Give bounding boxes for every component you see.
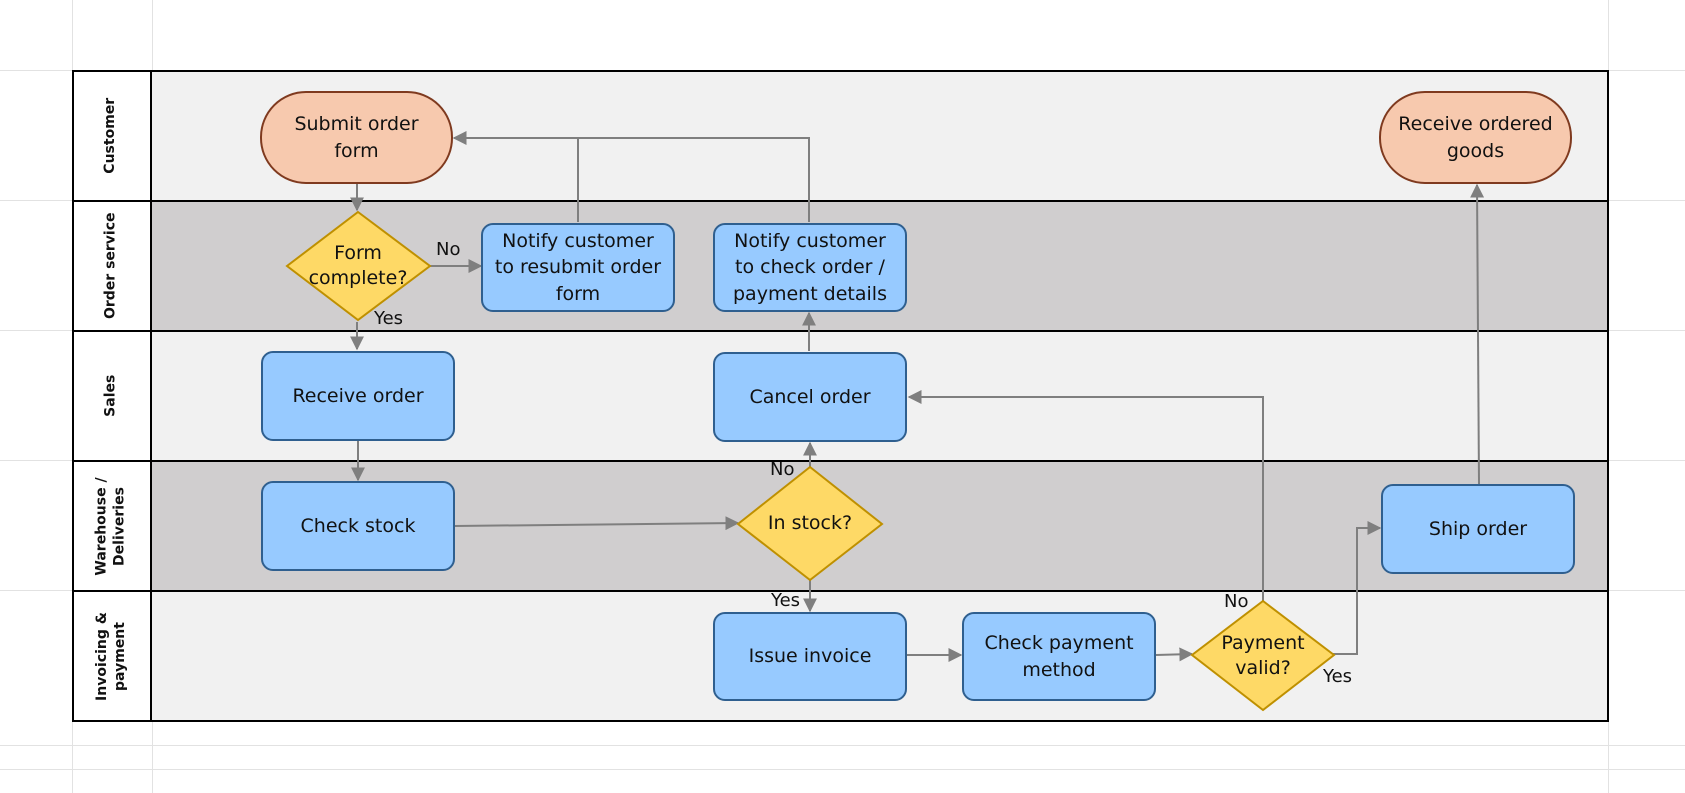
edge-label-payment-yes: Yes — [1323, 666, 1353, 687]
lane-header-customer: Customer — [72, 72, 152, 200]
edge-label-stock-no: No — [770, 459, 795, 480]
decision-form-complete-label: Form complete? — [308, 241, 408, 289]
connector — [907, 390, 1264, 602]
process-notify-check-details[interactable]: Notify customer to check order / payment… — [713, 223, 907, 312]
gridline — [0, 745, 1685, 746]
connector — [578, 137, 810, 222]
process-notify-resubmit[interactable]: Notify customer to resubmit order form — [481, 223, 675, 312]
terminal-submit-order-form[interactable]: Submit order form — [260, 91, 453, 184]
gridline — [0, 769, 1685, 770]
lane-header-invoicing: Invoicing & payment — [72, 592, 152, 720]
process-check-stock[interactable]: Check stock — [261, 481, 455, 571]
connector — [1155, 647, 1194, 662]
edge-label-stock-yes: Yes — [771, 590, 801, 611]
decision-payment-valid — [1190, 599, 1336, 712]
connector — [1333, 521, 1382, 655]
process-ship-order[interactable]: Ship order — [1381, 484, 1575, 574]
terminal-receive-ordered-goods[interactable]: Receive ordered goods — [1379, 91, 1572, 184]
process-receive-order[interactable]: Receive order — [261, 351, 455, 441]
lane-header-order-service: Order service — [72, 202, 152, 330]
process-cancel-order[interactable]: Cancel order — [713, 352, 907, 442]
decision-payment-valid-label: Payment valid? — [1221, 631, 1305, 679]
edge-label-form-no: No — [436, 239, 461, 260]
process-check-payment-method[interactable]: Check payment method — [962, 612, 1156, 701]
connector — [454, 516, 740, 531]
connector — [452, 131, 579, 222]
edge-label-payment-no: No — [1224, 591, 1249, 612]
edge-label-form-yes: Yes — [374, 308, 404, 329]
lane-header-warehouse: Warehouse / Deliveries — [72, 462, 152, 590]
decision-form-complete — [285, 210, 432, 322]
decision-in-stock-label: In stock? — [767, 512, 853, 535]
decision-in-stock — [736, 465, 884, 582]
lane-header-sales: Sales — [72, 332, 152, 460]
process-issue-invoice[interactable]: Issue invoice — [713, 612, 907, 701]
connector — [1470, 183, 1485, 485]
